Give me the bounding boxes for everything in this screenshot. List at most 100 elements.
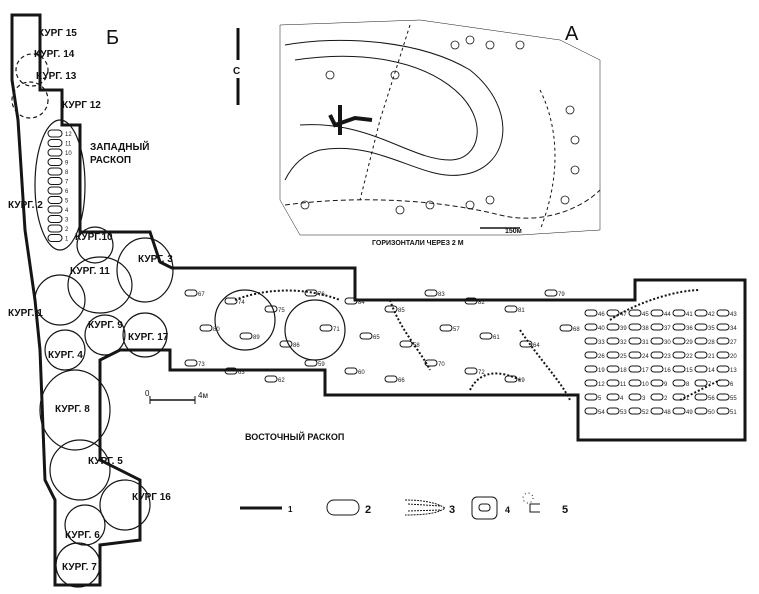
grave-number: 28: [708, 340, 715, 346]
grave: [628, 323, 642, 331]
grave: [650, 365, 664, 373]
kurgan-label: КУРГ. 4: [48, 350, 83, 361]
west-trench-label: ЗАПАДНЫЙ: [90, 140, 149, 153]
grave: [384, 375, 398, 383]
grave-number: 36: [686, 326, 693, 332]
grave: [424, 289, 438, 297]
grave: [584, 393, 598, 401]
kurgan-circles: [11, 53, 346, 588]
grave: [694, 309, 708, 317]
grave: [584, 351, 598, 359]
grave-number: 21: [708, 354, 715, 360]
grave: [47, 177, 63, 185]
grave: [716, 351, 730, 359]
grave-number: 52: [642, 410, 649, 416]
grave: [344, 367, 358, 375]
kurgan-label: КУРГ. 9: [88, 320, 123, 331]
grave-number: 12: [65, 132, 72, 138]
grave-number: 70: [438, 362, 445, 368]
grave: [716, 309, 730, 317]
grave-number: 30: [664, 340, 671, 346]
grave-number: 41: [686, 312, 693, 318]
scale-bar: [149, 396, 196, 404]
kurgan-label: КУРГ. 3: [138, 254, 173, 265]
grave: [584, 379, 598, 387]
grave: [650, 351, 664, 359]
grave: [224, 367, 238, 375]
kurgan-label: КУРГ. 14: [34, 49, 75, 60]
north-letter: С: [233, 66, 240, 77]
grave-number: 44: [664, 312, 671, 318]
graves: 1211109876543216774757684858382817980898…: [47, 129, 737, 416]
grave: [716, 379, 730, 387]
grave-number: 37: [664, 326, 671, 332]
grave: [239, 332, 253, 340]
grave: [628, 309, 642, 317]
legend-label-5: 5: [562, 504, 568, 516]
grave: [264, 305, 278, 313]
grave-number: 6: [730, 382, 734, 388]
grave: [694, 351, 708, 359]
grave-number: 81: [518, 308, 525, 314]
grave-number: 89: [253, 335, 260, 341]
grave: [47, 139, 63, 147]
grave-number: 12: [598, 382, 605, 388]
grave: [584, 337, 598, 345]
grave: [344, 297, 358, 305]
grave-number: 10: [642, 382, 649, 388]
grave-number: 72: [478, 370, 485, 376]
kurgan-label: КУРГ. 17: [128, 332, 169, 343]
grave: [694, 323, 708, 331]
grave: [628, 351, 642, 359]
grave: [47, 205, 63, 214]
grave: [584, 407, 598, 415]
grave-number: 60: [358, 370, 365, 376]
grave: [47, 129, 63, 138]
kurgan-label: КУРГ. 13: [36, 71, 77, 82]
grave-number: 58: [413, 343, 420, 349]
grave: [359, 332, 373, 340]
grave: [672, 309, 686, 317]
grave: [47, 167, 63, 176]
grave: [47, 224, 63, 233]
grave: [694, 379, 708, 387]
grave-number: 25: [620, 354, 627, 360]
grave: [199, 324, 213, 332]
grave-number: 4: [620, 396, 624, 402]
grave-number: 3: [642, 396, 646, 402]
grave-number: 53: [620, 410, 627, 416]
grave: [672, 337, 686, 345]
grave: [672, 323, 686, 331]
grave: [694, 365, 708, 373]
grave: [628, 407, 642, 415]
grave-number: 18: [620, 368, 627, 374]
east-trench-label: ВОСТОЧНЫЙ РАСКОП: [245, 431, 344, 442]
grave-number: 38: [642, 326, 649, 332]
grave-number: 55: [730, 396, 737, 402]
grave: [672, 351, 686, 359]
grave-number: 86: [293, 343, 300, 349]
kurgan-label: КУРГ 15: [38, 28, 77, 39]
grave: [319, 324, 333, 332]
grave: [606, 351, 620, 359]
grave-number: 47: [620, 312, 627, 318]
grave-number: 20: [730, 354, 737, 360]
grave: [606, 323, 620, 331]
grave: [672, 407, 686, 415]
grave-number: 9: [664, 382, 668, 388]
grave-number: 45: [642, 312, 649, 318]
grave: [650, 323, 664, 331]
grave: [519, 340, 533, 348]
grave-number: 74: [238, 300, 245, 306]
kurgan-label: КУРГ. 7: [62, 562, 97, 573]
grave-number: 1: [686, 396, 690, 402]
grave: [304, 359, 318, 367]
inset-scale: 150м: [505, 228, 522, 235]
grave-number: 2: [65, 227, 69, 233]
grave: [650, 379, 664, 387]
grave-number: 14: [708, 368, 715, 374]
grave: [47, 215, 63, 223]
grave: [47, 148, 63, 157]
